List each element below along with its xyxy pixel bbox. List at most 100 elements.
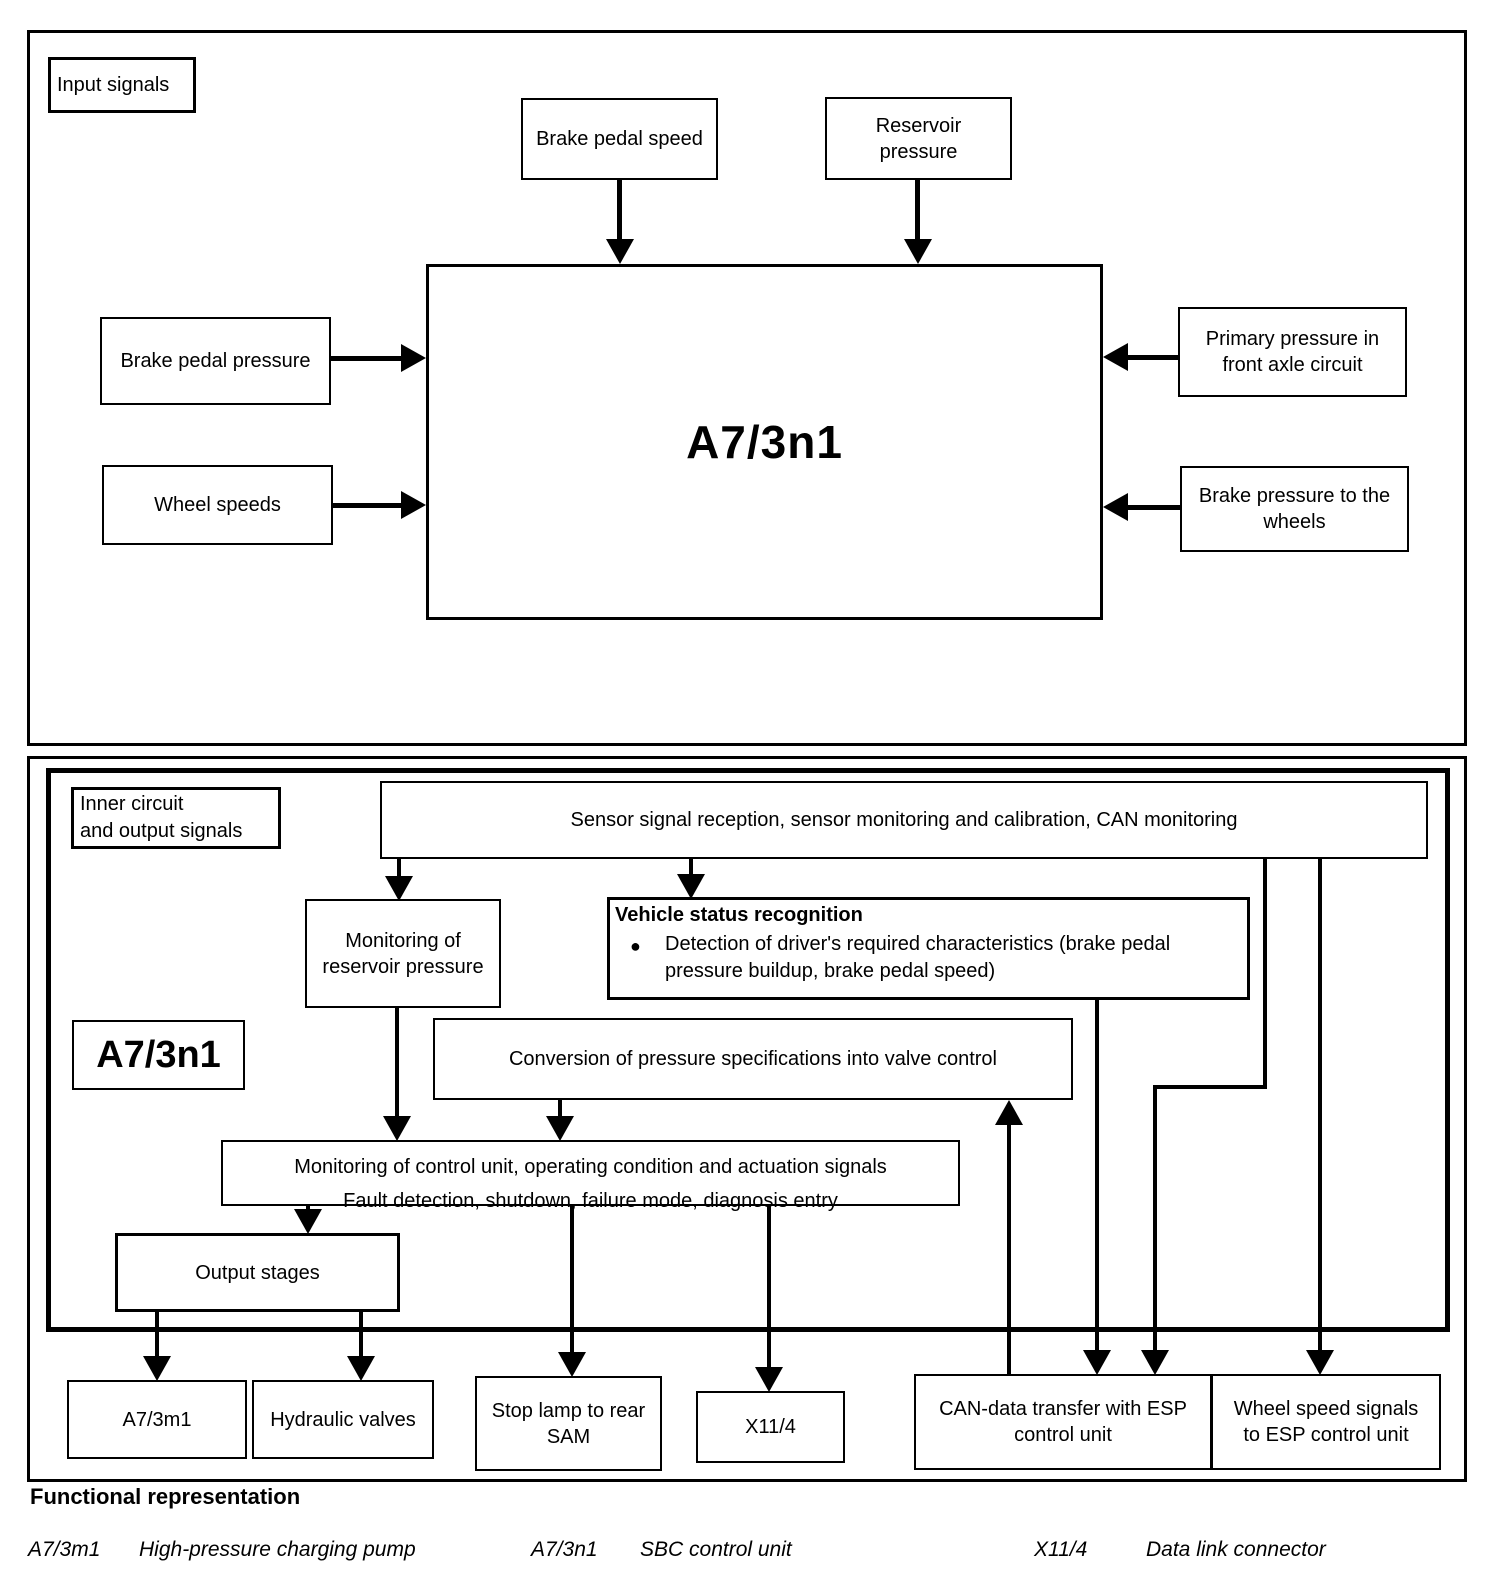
brake-pedal-speed-label: Brake pedal speed: [536, 128, 703, 150]
stop-lamp-line1: Stop lamp to rear: [491, 1399, 646, 1422]
brake-pedal-pressure-box: Brake pedal pressure: [100, 317, 331, 405]
legend-term-x11-4: X11/4: [1034, 1538, 1088, 1561]
arrowhead-reservoir-pressure: [904, 239, 932, 264]
inner-circuit-label-box: Inner circuit and output signals: [71, 787, 281, 849]
arrow-brake-pedal-speed: [617, 180, 622, 240]
reservoir-monitoring-box: Monitoring of reservoir pressure: [305, 899, 501, 1008]
a7-3m1-box: A7/3m1: [67, 1380, 247, 1459]
arrowhead-vehicle-status-to-can-data: [1083, 1350, 1111, 1375]
bullet-icon: ●: [630, 936, 641, 956]
wheel-speed-signals-box: Wheel speed signals to ESP control unit: [1211, 1374, 1441, 1470]
arrowhead-reservoir-to-monitoring-control: [383, 1116, 411, 1141]
line-vehicle-status-to-can-data: [1095, 999, 1099, 1353]
output-stages-box: Output stages: [115, 1233, 400, 1312]
legend-term-a7-3m1: A7/3m1: [28, 1538, 101, 1561]
vehicle-status-item: Detection of driver's required character…: [665, 933, 1171, 982]
stop-lamp-line2: SAM: [546, 1425, 591, 1448]
can-data-box: CAN-data transfer with ESP control unit: [914, 1374, 1212, 1470]
primary-pressure-line2: front axle circuit: [1222, 354, 1363, 376]
line-output-to-a7-3m1: [155, 1312, 159, 1358]
inner-circuit-label-line2: and output signals: [80, 820, 243, 842]
reservoir-pressure-line1: Reservoir: [875, 114, 962, 137]
reservoir-monitoring-line1: Monitoring of: [345, 929, 461, 952]
reservoir-monitoring-line2: reservoir pressure: [322, 955, 484, 978]
arrowhead-to-a7-3m1: [143, 1356, 171, 1381]
can-data-line2: control unit: [1014, 1424, 1112, 1446]
inner-circuit-panel: [27, 756, 1467, 1482]
arrowhead-to-wheel-speed-signals: [1306, 1350, 1334, 1375]
sensor-reception-label: Sensor signal reception, sensor monitori…: [570, 809, 1238, 831]
output-stages-label: Output stages: [195, 1261, 320, 1284]
vehicle-status-title: Vehicle status recognition: [615, 904, 863, 926]
line-sensor-zigzag-upper: [1263, 858, 1267, 1089]
stop-lamp-box: Stop lamp to rear SAM: [475, 1376, 662, 1471]
brake-pedal-speed-box: Brake pedal speed: [521, 98, 718, 180]
reservoir-pressure-box: Reservoir pressure: [825, 97, 1012, 180]
arrowhead-brake-pedal-speed: [606, 239, 634, 264]
arrow-wheel-speeds: [333, 503, 401, 508]
arrowhead-to-stop-lamp: [558, 1352, 586, 1377]
legend-def-a7-3m1: High-pressure charging pump: [139, 1538, 416, 1561]
x11-4-label: X11/4: [745, 1416, 796, 1438]
arrow-brake-pedal-pressure: [331, 356, 401, 361]
line-reservoir-monitoring-to-monitoring-control: [395, 1008, 399, 1120]
arrowhead-wheel-speeds: [401, 491, 426, 519]
sbc-inner-unit-label-box: A7/3n1: [72, 1020, 245, 1090]
line-sensor-to-reservoir-monitoring: [397, 858, 401, 880]
wheel-speed-signals-line1: Wheel speed signals: [1233, 1398, 1419, 1420]
legend-term-a7-3n1: A7/3n1: [531, 1538, 598, 1561]
conversion-box: Conversion of pressure specifications in…: [433, 1018, 1073, 1100]
input-signals-label-box: Input signals: [48, 57, 196, 113]
legend-def-a7-3n1: SBC control unit: [640, 1538, 792, 1561]
arrowhead-brake-pedal-pressure: [401, 344, 426, 372]
primary-pressure-line1: Primary pressure in: [1205, 328, 1380, 350]
line-can-data-to-conversion: [1007, 1120, 1011, 1374]
line-sensor-zigzag-jog: [1153, 1085, 1267, 1089]
sbc-control-unit-box: A7/3n1: [426, 264, 1103, 620]
legend-def-x11-4: Data link connector: [1146, 1538, 1326, 1561]
arrowhead-to-hydraulic-valves: [347, 1356, 375, 1381]
arrowhead-primary-pressure: [1103, 343, 1128, 371]
line-sensor-zigzag-lower: [1153, 1085, 1157, 1353]
can-data-line1: CAN-data transfer with ESP: [939, 1398, 1187, 1420]
arrowhead-brake-pressure-wheels: [1103, 493, 1128, 521]
arrowhead-to-x11-4: [755, 1367, 783, 1392]
x11-4-box: X11/4: [696, 1391, 845, 1463]
arrowhead-sensor-to-can-data: [1141, 1350, 1169, 1375]
line-monitoring-control-to-stop-lamp: [570, 1206, 574, 1354]
hydraulic-valves-box: Hydraulic valves: [252, 1380, 434, 1459]
primary-pressure-box: Primary pressure in front axle circuit: [1178, 307, 1407, 397]
wheel-speeds-label: Wheel speeds: [154, 494, 281, 516]
brake-pressure-wheels-box: Brake pressure to the wheels: [1180, 466, 1409, 552]
line-sensor-to-vehicle-status: [689, 858, 693, 876]
hydraulic-valves-label: Hydraulic valves: [270, 1408, 416, 1431]
diagram-caption: Functional representation: [30, 1484, 301, 1509]
sbc-inner-boundary: [46, 768, 1450, 1332]
inner-circuit-label-line1: Inner circuit: [80, 793, 184, 815]
wheel-speeds-box: Wheel speeds: [102, 465, 333, 545]
arrowhead-to-vehicle-status: [677, 874, 705, 899]
line-output-to-hydraulic-valves: [359, 1312, 363, 1358]
arrowhead-to-reservoir-monitoring: [385, 876, 413, 901]
arrow-primary-pressure: [1128, 355, 1178, 360]
a7-3m1-label: A7/3m1: [122, 1408, 192, 1431]
input-signals-label: Input signals: [57, 74, 170, 96]
arrow-reservoir-pressure: [915, 180, 920, 240]
vehicle-status-box: Vehicle status recognition ● Detection o…: [607, 897, 1250, 1000]
conversion-label: Conversion of pressure specifications in…: [508, 1048, 998, 1070]
sbc-control-unit-label: A7/3n1: [686, 416, 843, 468]
arrowhead-conversion-to-monitoring-control: [546, 1116, 574, 1141]
brake-pressure-wheels-line2: wheels: [1263, 511, 1326, 533]
arrowhead-can-data-to-conversion: [995, 1100, 1023, 1125]
brake-pedal-pressure-label: Brake pedal pressure: [120, 350, 311, 372]
line-monitoring-control-to-x11-4: [767, 1206, 771, 1370]
sensor-reception-box: Sensor signal reception, sensor monitori…: [380, 781, 1428, 859]
monitoring-control-line1: Monitoring of control unit, operating co…: [294, 1156, 887, 1178]
wheel-speed-signals-line2: to ESP control unit: [1243, 1424, 1409, 1446]
line-sensor-to-wheel-speed-signals: [1318, 858, 1322, 1353]
sbc-inner-unit-label: A7/3n1: [96, 1034, 221, 1076]
arrow-brake-pressure-wheels: [1128, 505, 1180, 510]
monitoring-control-line2: Fault detection, shutdown, failure mode,…: [343, 1190, 838, 1212]
reservoir-pressure-line2: pressure: [879, 140, 958, 163]
